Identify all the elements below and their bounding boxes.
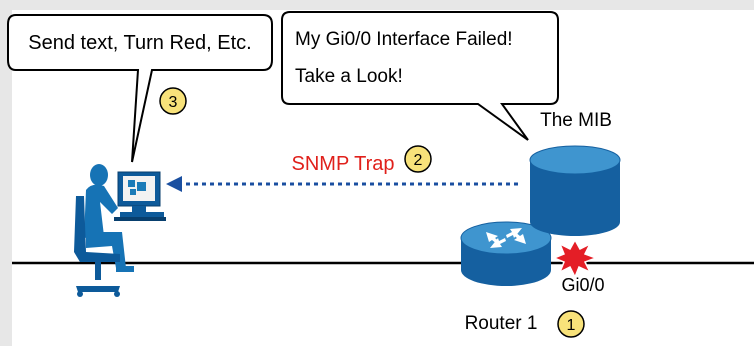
router-icon — [460, 221, 552, 286]
user-workstation-icon — [74, 164, 166, 297]
router-callout-line1: My Gi0/0 Interface Failed! — [295, 29, 513, 50]
mib-label: The MIB — [540, 110, 612, 131]
interface-label: Gi0/0 — [561, 275, 604, 295]
step-3-badge: 3 — [159, 87, 187, 115]
step-1-badge: 1 — [557, 310, 585, 338]
admin-callout-text: Send text, Turn Red, Etc. — [28, 32, 251, 54]
step-2-badge: 2 — [404, 145, 432, 173]
snmp-trap-arrow — [166, 176, 518, 192]
step-1-label: 1 — [567, 317, 576, 334]
failure-burst-icon — [551, 238, 599, 279]
router-callout-line2: Take a Look! — [295, 66, 403, 87]
database-icon — [529, 145, 621, 236]
snmp-trap-label: SNMP Trap — [292, 153, 395, 175]
admin-callout: Send text, Turn Red, Etc. — [7, 14, 273, 163]
step-2-label: 2 — [414, 152, 423, 169]
router-callout: My Gi0/0 Interface Failed! Take a Look! — [281, 11, 559, 141]
router-label: Router 1 — [465, 313, 538, 334]
step-3-label: 3 — [169, 94, 178, 111]
